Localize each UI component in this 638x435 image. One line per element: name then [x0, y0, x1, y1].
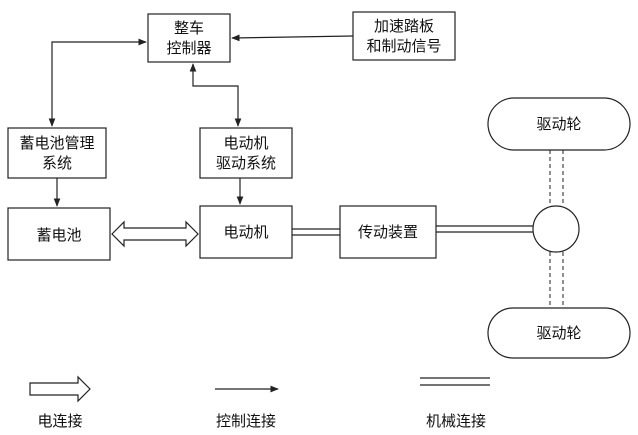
vehicle-controller-line2: 控制器 [166, 39, 211, 57]
legend-mechanical-label: 机械连接 [426, 412, 486, 430]
vehicle-controller-line1: 整车 [174, 19, 204, 37]
mechanical-link-transmission-differential [436, 225, 533, 233]
vehicle-controller-node: 整车 控制器 [147, 13, 231, 63]
legend-electric-symbol [29, 375, 91, 403]
legend-mechanical: 机械连接 [420, 377, 490, 430]
motor-drive-node: 电动机 驱动系统 [199, 127, 293, 179]
pedal-signal-node: 加速踏板 和制动信号 [352, 11, 456, 61]
axle-bottom [549, 252, 564, 308]
bms-line2: 系统 [42, 154, 72, 172]
bms-line1: 蓄电池管理 [19, 134, 94, 152]
pedal-signal-line2: 和制动信号 [366, 37, 441, 55]
axle-top [549, 150, 564, 206]
control-arrow-vcu-bms [48, 38, 147, 127]
legend-control-label: 控制连接 [216, 412, 276, 430]
electric-link-battery-motor [111, 220, 199, 248]
drive-wheel-bottom-label: 驱动轮 [536, 324, 581, 342]
transmission-node: 传动装置 [339, 205, 437, 259]
motor-drive-line2: 驱动系统 [216, 154, 276, 172]
drive-wheel-top-node: 驱动轮 [487, 97, 631, 151]
control-arrow-vcu-motor-drive [189, 63, 242, 127]
drive-wheel-top-label: 驱动轮 [536, 115, 581, 133]
legend-electric-label: 电连接 [37, 412, 82, 430]
legend-electric: 电连接 [29, 375, 91, 430]
transmission-label: 传动装置 [358, 223, 418, 241]
motor-drive-line1: 电动机 [223, 134, 268, 152]
drive-wheel-bottom-node: 驱动轮 [487, 307, 631, 359]
motor-node: 电动机 [199, 205, 293, 259]
legend-control: 控制连接 [215, 385, 279, 430]
differential-circle [532, 205, 580, 253]
pedal-signal-line1: 加速踏板 [374, 17, 434, 35]
bms-node: 蓄电池管理 系统 [7, 127, 107, 179]
battery-label: 蓄电池 [36, 226, 81, 244]
motor-label: 电动机 [223, 223, 268, 241]
mechanical-link-motor-transmission [292, 228, 340, 236]
battery-node: 蓄电池 [7, 207, 111, 261]
control-arrow-pedal-to-vcu [231, 34, 354, 42]
